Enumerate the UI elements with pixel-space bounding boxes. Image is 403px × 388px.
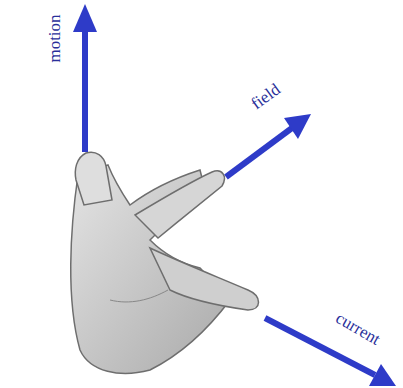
motion-arrow-shaft (82, 28, 88, 152)
arrow-label: field (248, 80, 283, 112)
motion-arrowhead (73, 4, 97, 32)
arrow-label: motion (45, 14, 62, 62)
field-arrowhead (284, 114, 311, 139)
current-arrowhead (369, 364, 396, 386)
middle-finger (150, 248, 259, 310)
arrow-label: current (333, 309, 383, 348)
thumb (75, 152, 112, 205)
field-arrow-shaft (226, 128, 292, 177)
hand-crease (110, 290, 168, 302)
index-finger (135, 171, 224, 238)
